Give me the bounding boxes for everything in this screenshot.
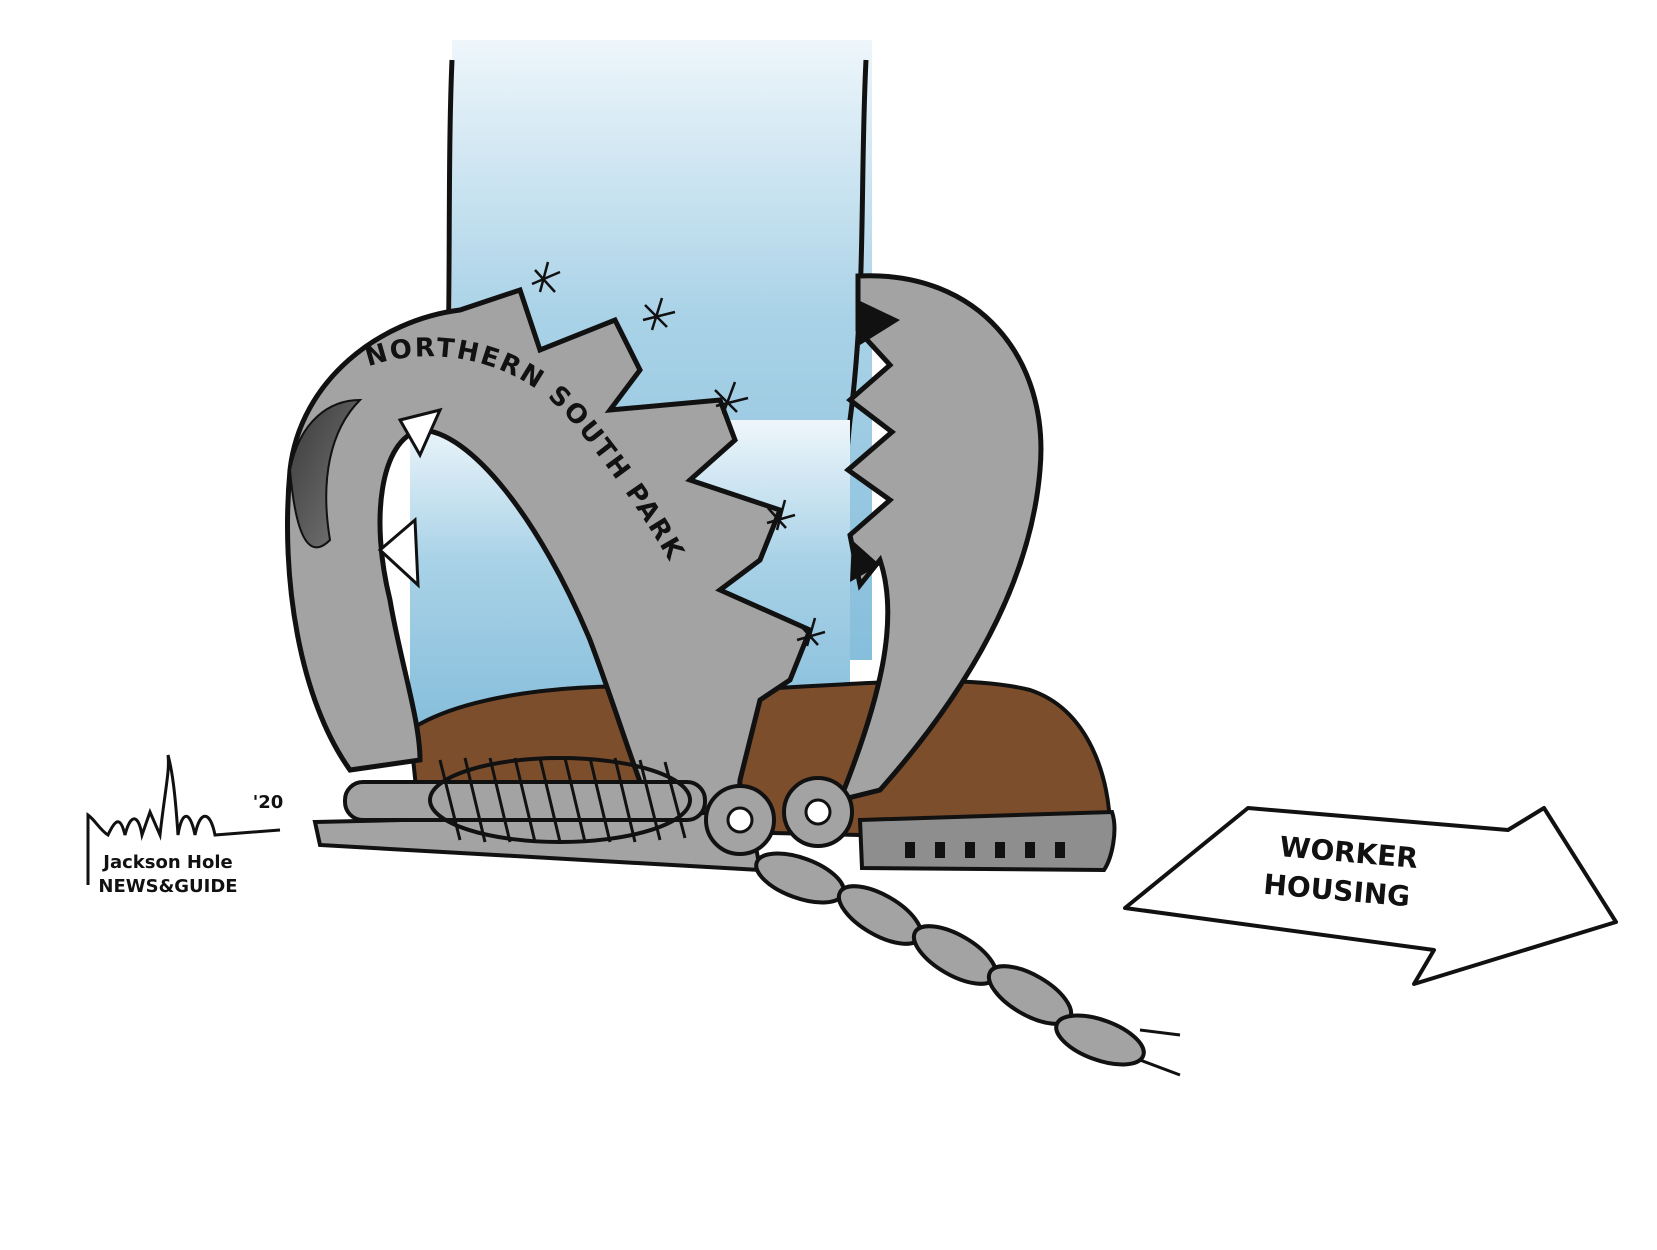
signature-org-line2: NEWS&GUIDE: [98, 876, 237, 897]
boot-sole: [857, 809, 1117, 873]
signature-org-line1: Jackson Hole: [101, 852, 232, 873]
trap-spring: [343, 756, 707, 844]
trap-chain: [754, 851, 1181, 1077]
trap-right-jaw: [835, 273, 1044, 804]
worker-housing-arrow: WORKER HOUSING: [1123, 806, 1618, 986]
artist-signature: '20 Jackson Hole NEWS&GUIDE: [86, 754, 284, 897]
trap-left-jaw: NORTHERN SOUTH PARK: [285, 286, 814, 839]
signature-year: '20: [253, 792, 284, 813]
stitches: [531, 261, 826, 647]
signature-scrawl: [86, 754, 281, 885]
